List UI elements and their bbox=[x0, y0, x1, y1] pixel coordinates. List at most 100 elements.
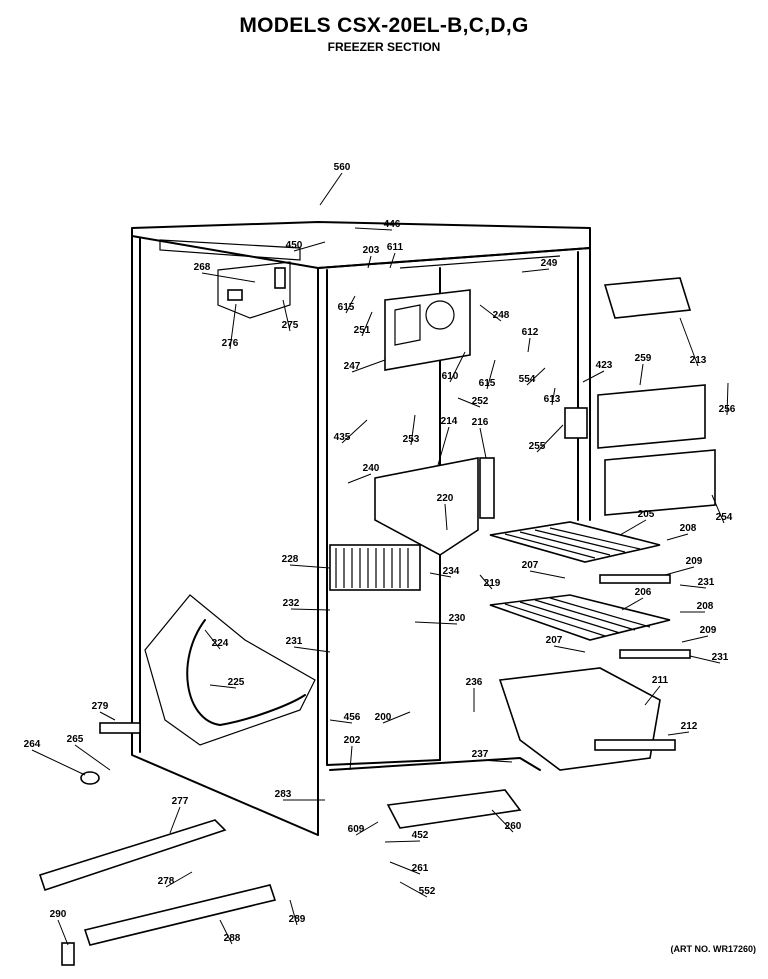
part-callout-232: 232 bbox=[283, 598, 300, 609]
part-callout-231: 231 bbox=[712, 652, 729, 663]
part-callout-200: 200 bbox=[375, 712, 392, 723]
leader-line-240 bbox=[347, 473, 372, 484]
part-callout-203: 203 bbox=[363, 245, 380, 256]
leader-line-609 bbox=[355, 821, 379, 836]
part-callout-252: 252 bbox=[472, 396, 489, 407]
part-callout-211: 211 bbox=[652, 675, 669, 686]
leader-line-200 bbox=[382, 711, 411, 724]
freezer-basket bbox=[498, 667, 676, 771]
page-title: MODELS CSX-20EL-B,C,D,G bbox=[239, 14, 529, 37]
part-callout-255: 255 bbox=[529, 441, 546, 452]
leader-line-446 bbox=[354, 227, 393, 231]
part-callout-552: 552 bbox=[419, 886, 436, 897]
part-callout-225: 225 bbox=[228, 677, 245, 688]
part-callout-610: 610 bbox=[442, 371, 459, 382]
leader-line-278 bbox=[165, 871, 193, 888]
ice-tray bbox=[603, 277, 692, 319]
part-callout-254: 254 bbox=[716, 512, 733, 523]
leader-line-260 bbox=[491, 809, 514, 833]
leader-line-259 bbox=[639, 363, 644, 386]
leader-line-219 bbox=[479, 574, 493, 590]
part-callout-456: 456 bbox=[344, 712, 361, 723]
leader-line-552 bbox=[399, 881, 428, 898]
leader-line-213 bbox=[679, 317, 699, 367]
leader-line-237 bbox=[479, 759, 513, 763]
leader-line-255 bbox=[536, 424, 564, 453]
part-callout-264: 264 bbox=[24, 739, 41, 750]
leader-line-612 bbox=[527, 337, 531, 353]
part-callout-435: 435 bbox=[334, 432, 351, 443]
part-callout-446: 446 bbox=[384, 219, 401, 230]
part-callout-214: 214 bbox=[441, 416, 458, 427]
part-callout-612: 612 bbox=[522, 327, 539, 338]
part-callout-236: 236 bbox=[466, 677, 483, 688]
part-callout-615: 615 bbox=[338, 302, 355, 313]
part-callout-219: 219 bbox=[484, 578, 501, 589]
part-callout-249: 249 bbox=[541, 258, 558, 269]
leader-line-423 bbox=[582, 370, 605, 383]
part-callout-289: 289 bbox=[289, 914, 306, 925]
leader-line-207 bbox=[529, 570, 566, 579]
leader-line-261 bbox=[389, 861, 421, 875]
part-callout-279: 279 bbox=[92, 701, 109, 712]
bottom-rails bbox=[38, 722, 522, 966]
part-callout-234: 234 bbox=[443, 566, 460, 577]
part-callout-256: 256 bbox=[719, 404, 736, 415]
part-callout-240: 240 bbox=[363, 463, 380, 474]
part-callout-202: 202 bbox=[344, 735, 361, 746]
part-callout-209: 209 bbox=[686, 556, 703, 567]
leader-line-231 bbox=[293, 646, 331, 653]
leader-line-290 bbox=[57, 919, 69, 946]
leader-line-220 bbox=[444, 503, 448, 531]
leader-line-277 bbox=[169, 806, 181, 834]
leader-line-207 bbox=[553, 645, 586, 653]
part-callout-290: 290 bbox=[50, 909, 67, 920]
part-callout-609: 609 bbox=[348, 824, 365, 835]
part-callout-268: 268 bbox=[194, 262, 211, 273]
leader-line-268 bbox=[201, 272, 256, 283]
part-callout-220: 220 bbox=[437, 493, 454, 504]
part-callout-259: 259 bbox=[635, 353, 652, 364]
part-callout-209: 209 bbox=[700, 625, 717, 636]
wire-shelves bbox=[489, 521, 691, 659]
part-callout-288: 288 bbox=[224, 933, 241, 944]
leader-line-611 bbox=[389, 252, 396, 269]
leader-line-456 bbox=[329, 719, 353, 724]
leader-line-224 bbox=[204, 629, 221, 650]
part-callout-212: 212 bbox=[681, 721, 698, 732]
evaporator-cover bbox=[374, 457, 495, 556]
drain-tube-assembly bbox=[144, 594, 316, 746]
part-callout-278: 278 bbox=[158, 876, 175, 887]
leader-line-216 bbox=[479, 427, 487, 459]
cabinet bbox=[131, 221, 591, 836]
leader-line-256 bbox=[726, 382, 729, 416]
leader-line-206 bbox=[621, 597, 644, 611]
part-callout-208: 208 bbox=[680, 523, 697, 534]
leader-line-560 bbox=[319, 172, 343, 206]
part-callout-237: 237 bbox=[472, 749, 489, 760]
leader-line-275 bbox=[282, 299, 291, 332]
leader-line-615 bbox=[486, 359, 496, 390]
leader-line-610 bbox=[449, 351, 466, 383]
rear-panels bbox=[564, 384, 716, 516]
part-callout-206: 206 bbox=[635, 587, 652, 598]
part-callout-283: 283 bbox=[275, 789, 292, 800]
part-callout-248: 248 bbox=[493, 310, 510, 321]
part-callout-277: 277 bbox=[172, 796, 189, 807]
part-callout-615: 615 bbox=[479, 378, 496, 389]
part-callout-231: 231 bbox=[698, 577, 715, 588]
part-callout-275: 275 bbox=[282, 320, 299, 331]
leader-line-254 bbox=[711, 494, 725, 524]
leader-line-247 bbox=[351, 359, 386, 373]
part-callout-216: 216 bbox=[472, 417, 489, 428]
leader-line-435 bbox=[341, 419, 368, 444]
leader-line-209 bbox=[664, 566, 695, 576]
leader-line-252 bbox=[457, 397, 481, 408]
leader-line-202 bbox=[349, 745, 353, 771]
leader-line-209 bbox=[681, 635, 709, 643]
leader-line-288 bbox=[219, 919, 233, 945]
part-callout-265: 265 bbox=[67, 734, 84, 745]
part-callout-228: 228 bbox=[282, 554, 299, 565]
control-housing bbox=[384, 289, 471, 371]
